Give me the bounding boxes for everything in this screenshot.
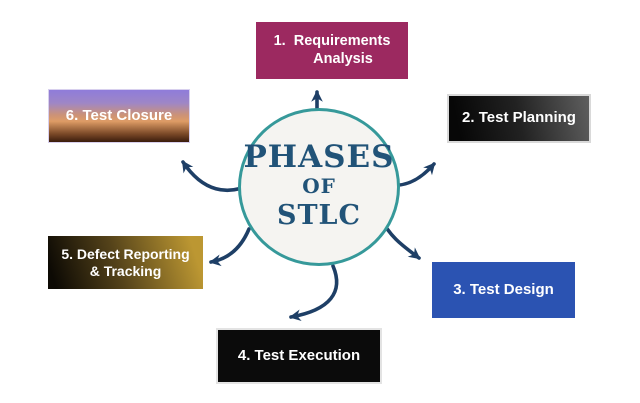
center-title-line: STLC <box>276 200 362 232</box>
center-title-line: OF <box>302 174 336 199</box>
phase-label: Analysis <box>313 50 373 67</box>
phase-box-test-design: 3. Test Design <box>432 262 575 318</box>
phase-label: 5. Defect Reporting <box>61 246 190 263</box>
phase-label: 1. Requirements <box>273 32 391 49</box>
phase-label: 4. Test Execution <box>237 346 361 364</box>
phase-box-requirements-analysis: 1. Requirements Analysis <box>256 22 408 79</box>
phase-label: 2. Test Planning <box>462 109 576 127</box>
center-circle: PHASES OF STLC <box>238 108 400 266</box>
phase-box-defect-reporting-tracking: 5. Defect Reporting & Tracking <box>48 236 203 289</box>
phase-label: & Tracking <box>89 262 162 279</box>
phase-label: 6. Test Closure <box>65 106 173 124</box>
phase-label: 3. Test Design <box>453 280 554 298</box>
phase-box-test-execution: 4. Test Execution <box>216 328 382 384</box>
arrow-to-defect-reporting <box>209 227 251 267</box>
phase-box-test-planning: 2. Test Planning <box>447 94 591 143</box>
arrow-to-test-execution <box>289 264 339 322</box>
phase-box-test-closure: 6. Test Closure <box>48 89 190 143</box>
center-title-line: PHASES <box>243 139 395 176</box>
